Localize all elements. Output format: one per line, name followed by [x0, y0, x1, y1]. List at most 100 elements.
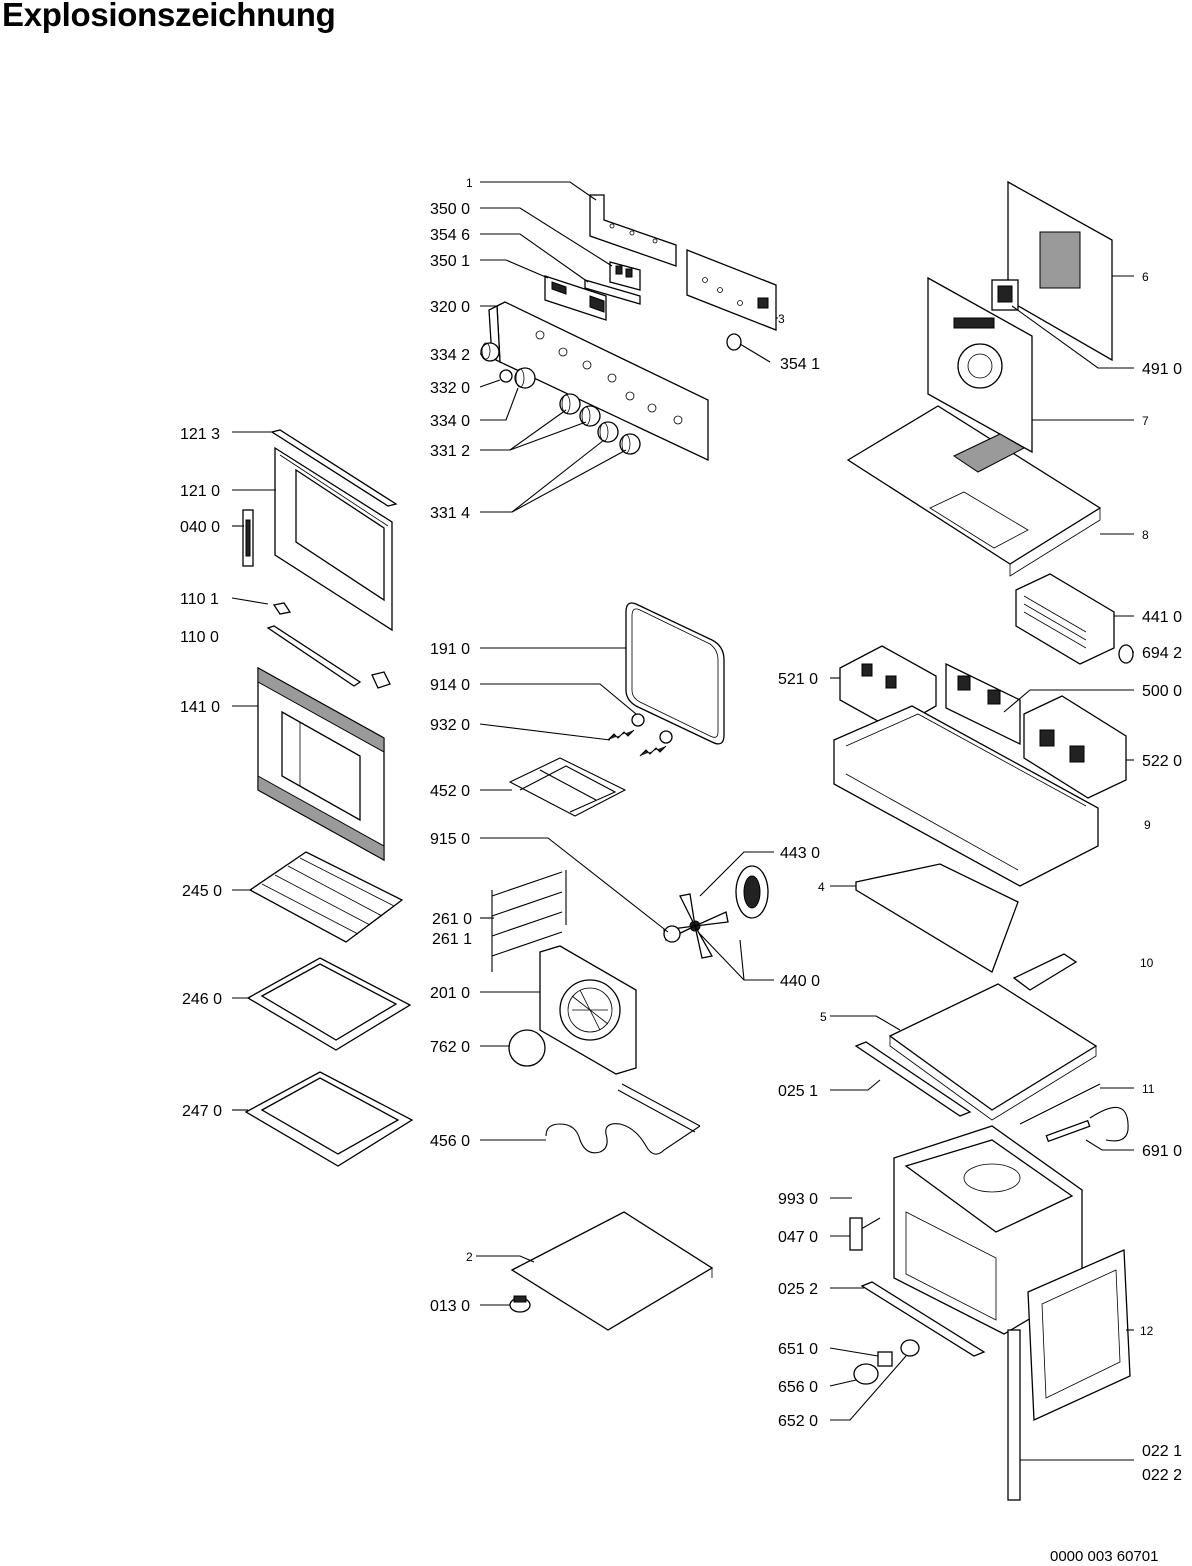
callout-1: 1: [466, 176, 473, 190]
callout-245-0: 245 0: [182, 883, 222, 900]
callout-3: 3: [778, 312, 785, 326]
part-display-bracket: [544, 275, 607, 321]
callout-110-1: 110 1: [180, 591, 219, 608]
callout-5: 5: [820, 1010, 827, 1024]
part-thermostat: [1118, 644, 1134, 664]
callout-932-0: 932 0: [430, 717, 470, 734]
part-springs: [607, 729, 667, 757]
part-door-seal: [625, 602, 725, 745]
part-rear-panel: [1007, 180, 1113, 362]
callout-6: 6: [1142, 270, 1149, 284]
part-shelf-supports: [491, 870, 567, 972]
callout-labels: 1 350 0 354 6 350 1 320 0 3 354 1 334 2 …: [180, 176, 1182, 1484]
callout-261-1: 261 1: [432, 931, 472, 948]
part-side-bracket: [855, 863, 1019, 973]
part-probe: [1045, 1106, 1129, 1143]
callout-141-0: 141 0: [180, 699, 220, 716]
callout-522-0: 522 0: [1142, 753, 1182, 770]
part-top-cover: [846, 405, 1102, 577]
callout-11: 11: [1142, 1082, 1155, 1096]
callout-10: 10: [1140, 956, 1154, 970]
callout-110-0: 110 0: [180, 629, 219, 646]
callout-331-4: 331 4: [430, 505, 470, 522]
callout-9: 9: [1144, 818, 1151, 832]
callout-440-0: 440 0: [780, 973, 820, 990]
callout-247-0: 247 0: [182, 1103, 222, 1120]
part-baking-tray: [246, 957, 412, 1051]
callout-456-0: 456 0: [430, 1133, 470, 1150]
leader-lines: [231, 181, 1134, 1461]
callout-521-0: 521 0: [778, 671, 818, 688]
callout-022-1: 022 1: [1142, 1443, 1182, 1460]
part-bottom-plate: [510, 1211, 714, 1331]
callout-354-6: 354 6: [430, 227, 470, 244]
page-title: Explosionszeichnung: [2, 0, 336, 33]
part-rail-strip: [1019, 1083, 1101, 1125]
callout-332-0: 332 0: [430, 380, 470, 397]
part-fan-motor: [735, 865, 769, 919]
callout-022-2: 022 2: [1142, 1467, 1182, 1484]
callout-354-1: 354 1: [780, 356, 820, 373]
callout-047-0: 047 0: [778, 1229, 818, 1246]
part-outer-door-glass: [257, 666, 385, 862]
part-hinge-block: [849, 1217, 863, 1251]
callout-443-0: 443 0: [780, 845, 820, 862]
part-relay-board: [945, 662, 1021, 746]
callout-350-1: 350 1: [430, 253, 470, 270]
callout-656-0: 656 0: [778, 1379, 818, 1396]
callout-191-0: 191 0: [430, 641, 470, 658]
part-rear-bracket: [589, 194, 677, 267]
callout-651-0: 651 0: [778, 1341, 818, 1358]
callout-441-0: 441 0: [1142, 609, 1182, 626]
part-door-frame: [274, 446, 393, 632]
callout-121-0: 121 0: [180, 483, 220, 500]
callout-320-0: 320 0: [430, 299, 470, 316]
callout-8: 8: [1142, 528, 1149, 542]
callout-993-0: 993 0: [778, 1191, 818, 1208]
callout-025-2: 025 2: [778, 1281, 818, 1298]
part-fan-cover: [539, 945, 637, 1075]
part-wire-rack: [248, 851, 404, 943]
part-display-cover: [584, 279, 641, 305]
callout-652-0: 652 0: [778, 1413, 818, 1430]
callout-452-0: 452 0: [430, 783, 470, 800]
callout-7: 7: [1142, 414, 1149, 428]
part-switch: [853, 1339, 920, 1385]
part-base-plate: [888, 983, 1098, 1121]
part-lamp-cover: [508, 1029, 546, 1067]
callout-914-0: 914 0: [430, 677, 470, 694]
part-foot: [509, 1295, 531, 1313]
callout-500-0: 500 0: [1142, 683, 1182, 700]
callout-2: 2: [466, 1250, 473, 1264]
part-back-wall: [927, 276, 1033, 454]
part-front-rail-upper: [854, 1041, 972, 1117]
callout-491-0: 491 0: [1142, 361, 1182, 378]
part-panel-button: [726, 333, 742, 351]
part-convection-fan: [663, 893, 729, 959]
part-door-handle: [266, 625, 362, 687]
callout-246-0: 246 0: [182, 991, 222, 1008]
callout-691-0: 691 0: [1142, 1143, 1182, 1160]
part-deep-tray: [244, 1071, 414, 1167]
part-electronics-tray: [833, 705, 1099, 887]
part-cover-plate-small: [1012, 953, 1078, 991]
part-cooling-fan: [1015, 573, 1115, 665]
callout-762-0: 762 0: [430, 1039, 470, 1056]
callout-694-2: 694 2: [1142, 645, 1182, 662]
part-oven-cavity: [893, 1125, 1083, 1335]
part-control-module: [609, 261, 641, 291]
callout-025-1: 025 1: [778, 1083, 818, 1100]
part-knobs: [480, 342, 641, 455]
part-side-trim: [1007, 1329, 1021, 1501]
document-number: 0000 003 60701: [1050, 1548, 1159, 1565]
part-ring-heater: [545, 1083, 701, 1155]
callout-121-3: 121 3: [180, 426, 220, 443]
part-door-hinge: [242, 509, 254, 567]
part-fan-nut: [631, 713, 673, 744]
part-side-panel: [1027, 1249, 1131, 1421]
callout-334-0: 334 0: [430, 413, 470, 430]
part-door-top-strip: [270, 429, 398, 507]
callout-334-2: 334 2: [430, 347, 470, 364]
callout-350-0: 350 0: [430, 201, 470, 218]
